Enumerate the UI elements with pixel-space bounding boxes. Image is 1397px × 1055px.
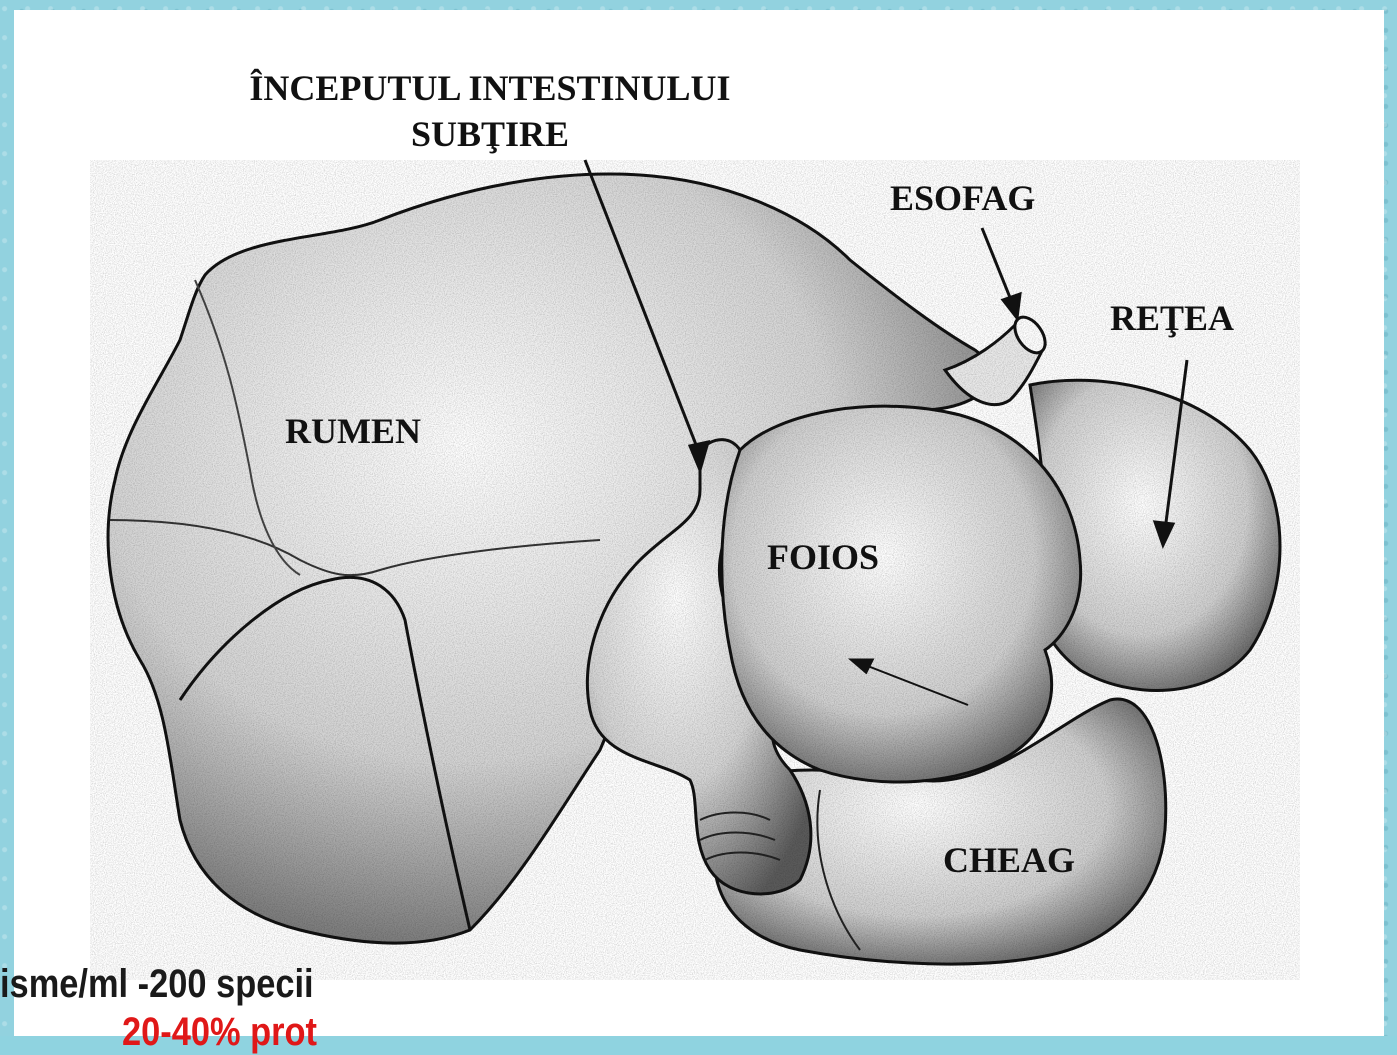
footer-text-black: isme/ml -200 specii xyxy=(0,962,314,1007)
esophagus-label: ESOFAG xyxy=(890,180,1035,216)
intestine-label-line1: ÎNCEPUTUL INTESTINULUI xyxy=(230,65,750,111)
stipple-texture xyxy=(90,160,1300,980)
abomasum-label: CHEAG xyxy=(943,842,1075,878)
reticulum-label: REŢEA xyxy=(1110,300,1234,336)
omasum-label: FOIOS xyxy=(767,539,879,575)
intestine-label-line2: SUBŢIRE xyxy=(230,111,750,157)
footer-text-red: 20-40% prot xyxy=(122,1010,317,1055)
rumen-label: RUMEN xyxy=(285,413,421,449)
